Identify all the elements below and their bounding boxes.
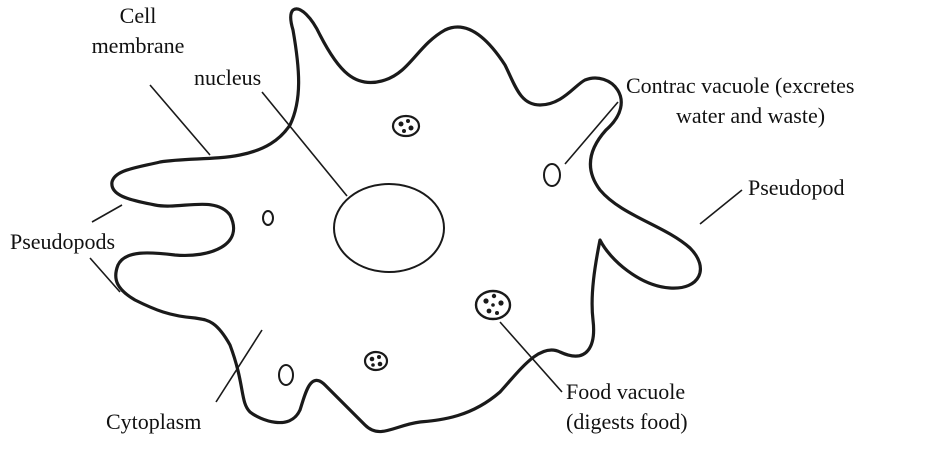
leader-pseudopods-upper <box>92 205 122 222</box>
label-pseudopod: Pseudopod <box>748 176 845 200</box>
label-pseudopods: Pseudopods <box>10 230 115 254</box>
label-food-vacuole-2: (digests food) <box>566 410 688 434</box>
contractile-vacuole-shape <box>544 164 560 186</box>
nucleus-shape <box>334 184 444 272</box>
label-contractile-vacuole-1: Contrac vacuole (excretes <box>626 74 854 98</box>
label-nucleus: nucleus <box>194 66 261 90</box>
label-cell-membrane-1: Cell <box>108 4 168 28</box>
label-contractile-vacuole-2: water and waste) <box>676 104 825 128</box>
vacuole-small-bottom <box>279 365 293 385</box>
food-vacuole-top <box>393 116 419 136</box>
leader-cell-membrane <box>150 85 210 155</box>
leader-pseudopod <box>700 190 742 224</box>
vacuole-small-left <box>263 211 273 225</box>
food-vacuole-right <box>476 291 510 319</box>
leader-cytoplasm <box>216 330 262 402</box>
label-cell-membrane-2: membrane <box>88 34 188 58</box>
label-food-vacuole-1: Food vacuole <box>566 380 685 404</box>
label-cytoplasm: Cytoplasm <box>106 410 201 434</box>
food-vacuole-bottom <box>365 352 387 370</box>
leader-nucleus <box>262 92 347 196</box>
